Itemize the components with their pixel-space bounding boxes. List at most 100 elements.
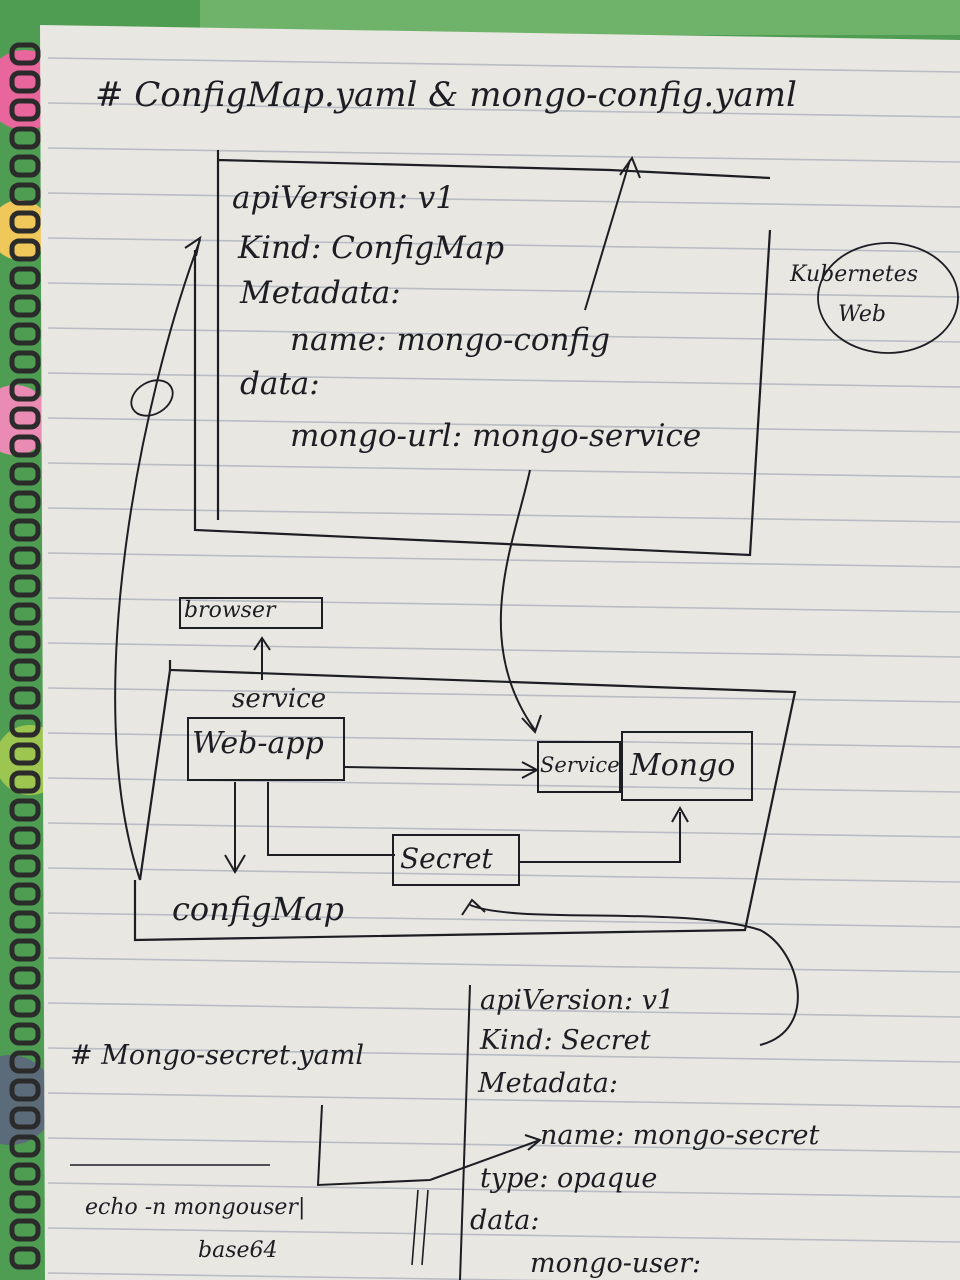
spiral-ring <box>9 42 41 66</box>
rule-line <box>47 1272 557 1280</box>
configmap-label: configMap <box>172 890 344 928</box>
rule-line <box>47 732 960 748</box>
rule-line <box>47 597 960 613</box>
spiral-ring <box>9 378 41 402</box>
spiral-ring <box>9 210 41 234</box>
spiral-ring <box>9 1218 41 1242</box>
fabric-top <box>200 0 960 35</box>
browser-box <box>179 597 323 629</box>
spiral-ring <box>9 70 41 94</box>
arrow-to-title <box>584 155 641 311</box>
spiral-ring <box>9 882 41 906</box>
rule-line <box>47 1137 960 1153</box>
spiral-ring <box>9 574 41 598</box>
secret-yaml-divider <box>459 984 471 1280</box>
line-webapp-to-secret <box>267 782 395 856</box>
rule-line <box>47 1227 960 1243</box>
rule-line <box>47 372 960 388</box>
spiral-ring <box>9 1050 41 1074</box>
spiral-ring <box>9 322 41 346</box>
rule-line <box>47 1092 960 1108</box>
mongo-service-label: Service <box>540 753 620 777</box>
spiral-ring <box>9 798 41 822</box>
arrow-webapp-to-configmap <box>224 782 246 874</box>
ruled-lines <box>47 57 960 1280</box>
rule-line <box>47 417 960 433</box>
spiral-ring <box>9 994 41 1018</box>
service-label: service <box>232 684 327 714</box>
rule-line <box>47 822 960 838</box>
echo-command-base64: base64 <box>198 1238 278 1263</box>
rule-line <box>47 957 960 973</box>
rule-line <box>47 57 960 73</box>
secret-yaml-line: mongo-user: <box>530 1248 702 1279</box>
configmap-box-outline <box>193 150 772 557</box>
rule-line <box>47 147 960 163</box>
spiral-ring <box>9 434 41 458</box>
mongo-label: Mongo <box>630 748 736 783</box>
spiral-ring <box>9 406 41 430</box>
rule-line <box>47 552 960 568</box>
browser-label: browser <box>184 598 276 623</box>
spiral-ring <box>9 854 41 878</box>
rule-line <box>47 867 960 883</box>
kubernetes-note: Kubernetes <box>790 262 919 287</box>
secret-heading: # Mongo-secret.yaml <box>70 1040 365 1071</box>
yaml-line: apiVersion: v1 <box>232 180 455 216</box>
web-app-box <box>187 717 345 781</box>
spiral-ring <box>9 910 41 934</box>
spiral-ring <box>9 1190 41 1214</box>
spiral-ring <box>9 742 41 766</box>
spiral-ring <box>9 1134 41 1158</box>
cluster-box <box>133 660 797 942</box>
doodle-icon <box>130 379 174 417</box>
secret-yaml-line: name: mongo-secret <box>540 1120 820 1151</box>
spiral-ring <box>9 1162 41 1186</box>
secret-yaml-line: data: <box>470 1205 540 1236</box>
rule-line <box>47 642 960 658</box>
spiral-ring <box>9 826 41 850</box>
spiral-ring <box>9 714 41 738</box>
spiral-ring <box>9 350 41 374</box>
spiral-ring <box>9 182 41 206</box>
configmap-heading: # ConfigMap.yaml & mongo-config.yaml <box>95 75 797 115</box>
spiral-ring <box>9 602 41 626</box>
rule-line <box>47 1182 960 1198</box>
mongo-box <box>621 731 753 801</box>
arrow-secret-to-mongo <box>520 805 689 863</box>
secret-yaml-line: Kind: Secret <box>480 1025 651 1056</box>
yaml-line: name: mongo-config <box>290 322 611 358</box>
pipe-marks <box>411 1189 429 1266</box>
arrow-mongo-url-to-service <box>499 469 542 734</box>
secret-yaml-line: type: opaque <box>480 1163 658 1194</box>
spiral-ring <box>9 1022 41 1046</box>
kubernetes-note-web: Web <box>838 302 886 327</box>
secret-yaml-line: apiVersion: v1 <box>480 985 675 1016</box>
rule-line <box>47 912 960 928</box>
secret-label: Secret <box>400 842 493 875</box>
arrow-echo-to-name <box>316 1104 543 1187</box>
spiral-binding <box>9 42 41 1270</box>
web-app-label: Web-app <box>192 726 324 761</box>
spiral-ring <box>9 518 41 542</box>
arrow-secret-yaml-link <box>461 898 799 1046</box>
rule-line <box>47 462 960 478</box>
rule-line <box>47 507 960 523</box>
spiral-ring <box>9 630 41 654</box>
spiral-ring <box>9 770 41 794</box>
yaml-line: mongo-url: mongo-service <box>290 418 702 454</box>
spiral-ring <box>9 294 41 318</box>
echo-command: echo -n mongouser| <box>85 1195 306 1220</box>
spiral-ring <box>9 266 41 290</box>
arrow-configmap-link <box>114 235 202 881</box>
spiral-ring <box>9 658 41 682</box>
secret-box <box>392 834 520 886</box>
yaml-line: Kind: ConfigMap <box>238 230 505 266</box>
spiral-ring <box>9 1246 41 1270</box>
arrow-to-browser <box>253 636 271 680</box>
rule-line <box>47 192 960 208</box>
rule-line <box>47 1047 960 1063</box>
spiral-ring <box>9 546 41 570</box>
